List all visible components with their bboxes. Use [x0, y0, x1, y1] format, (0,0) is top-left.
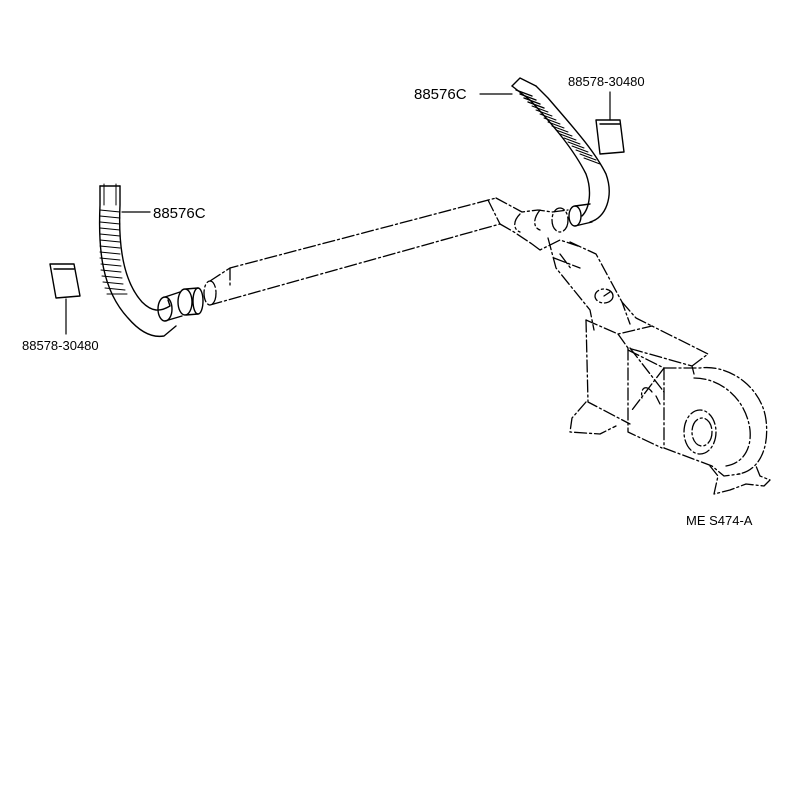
- callout-pad-right: 88578-30480: [568, 74, 645, 89]
- left-corrugated-hose: [98, 183, 177, 338]
- callout-hose-left: 88576C: [153, 205, 206, 222]
- diagram-reference-code: ME S474-A: [686, 513, 753, 528]
- right-pad: [595, 119, 625, 155]
- heater-unit-phantom: [569, 319, 771, 495]
- right-hose-elbow: [568, 203, 593, 227]
- callout-pad-left: 88578-30480: [22, 338, 99, 353]
- left-pad: [49, 263, 81, 299]
- left-hose-elbow: [157, 287, 204, 322]
- callout-hose-right: 88576C: [414, 86, 467, 103]
- right-corrugated-hose: [511, 77, 610, 223]
- duct-phantom: [203, 197, 653, 331]
